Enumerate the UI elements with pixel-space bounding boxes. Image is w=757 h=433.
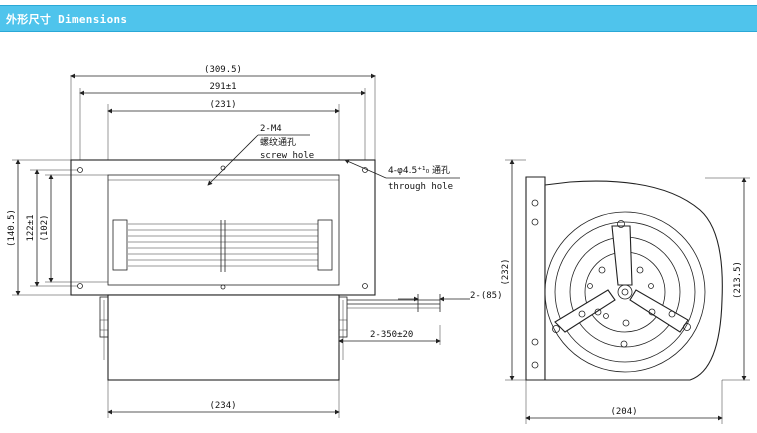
side-view: (232) (213.5) (204) xyxy=(501,159,750,424)
section-header: 外形尺寸 Dimensions xyxy=(0,5,757,32)
dim-overall-height: (140.5) xyxy=(7,209,17,247)
dim-lead-length: 2-350±20 xyxy=(370,330,413,340)
dim-base-width: (234) xyxy=(209,401,236,411)
note-screw-1: 2-M4 xyxy=(260,124,282,134)
front-view: (309.5) 291±1 (231) xyxy=(7,65,503,418)
side-flange xyxy=(525,176,546,381)
dim-hole-height: 122±1 xyxy=(26,214,36,241)
impeller xyxy=(112,219,333,272)
screw-hole xyxy=(220,284,226,290)
dim-overall-width: (309.5) xyxy=(204,65,242,75)
mounting-hole xyxy=(362,283,368,289)
lead-wires: 2-(85) 2-350±20 xyxy=(338,291,503,345)
section-title: 外形尺寸 Dimensions xyxy=(6,13,128,26)
note-through-2: through hole xyxy=(388,182,453,192)
dim-inner-width: (231) xyxy=(209,100,236,110)
dim-side-height: (232) xyxy=(501,258,511,285)
dim-side-depth: (213.5) xyxy=(733,261,743,299)
dim-lead-width: 2-(85) xyxy=(470,291,503,301)
dim-hole-spacing: 291±1 xyxy=(209,82,236,92)
motor-housing xyxy=(107,294,340,381)
inlet-ring xyxy=(544,211,706,373)
dim-side-width: (204) xyxy=(610,407,637,417)
flange-plate xyxy=(70,159,376,296)
note-screw-2: 螺纹通孔 xyxy=(260,136,296,148)
support-spider xyxy=(552,220,691,348)
dim-inner-height: (102) xyxy=(40,214,50,241)
note-through-1: 4-φ4.5⁺¹₀ 通孔 xyxy=(388,165,450,176)
note-screw-3: screw hole xyxy=(260,151,314,161)
